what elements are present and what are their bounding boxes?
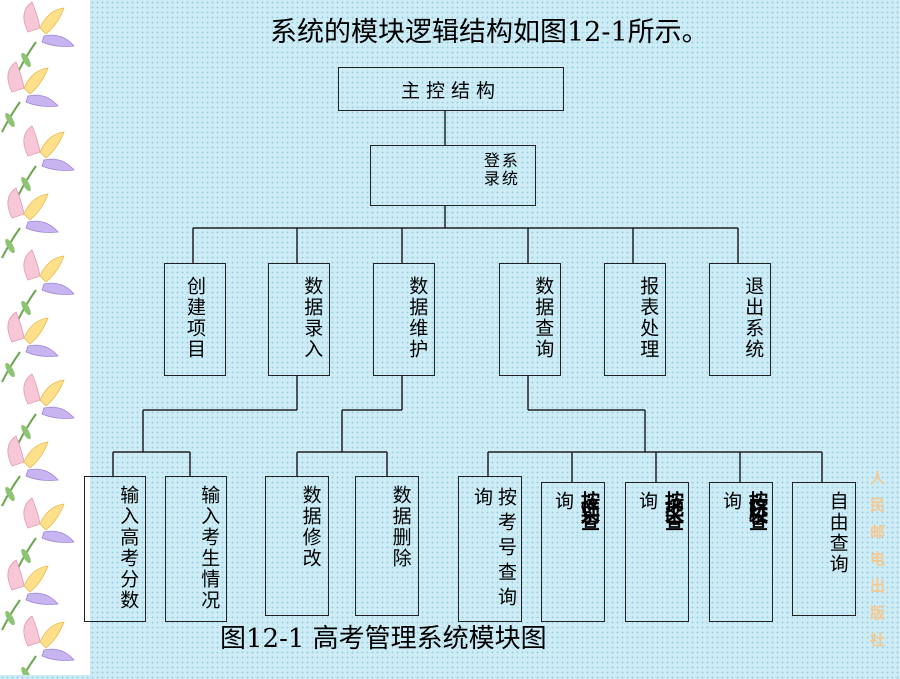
node-query-by-school: 询 按院校查: [709, 482, 773, 622]
module-data-maintenance: 数据维护: [373, 263, 435, 376]
login-node: 系统登录: [370, 145, 536, 206]
node-data-delete: 数据删除: [355, 476, 419, 616]
page-title: 系统的模块逻辑结构如图12-1所示。: [270, 17, 709, 48]
figure-caption: 图12-1 高考管理系统模块图: [220, 624, 547, 654]
node-label-prefix: 询: [636, 491, 658, 512]
node-label-prefix: 询: [471, 487, 493, 508]
root-node: 主控结构: [338, 67, 564, 111]
login-label: 系统登录: [480, 152, 518, 188]
module-create-project: 创建项目: [164, 263, 226, 376]
node-label: 输入高考分数: [117, 485, 140, 611]
module-label: 数据录入: [301, 276, 324, 360]
module-data-entry: 数据录入: [268, 263, 330, 376]
module-label: 报表处理: [637, 276, 660, 360]
decorative-flower-strip: [0, 0, 90, 679]
publisher-watermark: 人民邮电出版社: [868, 470, 886, 659]
module-report-processing: 报表处理: [604, 263, 666, 376]
node-label: 按地区查: [662, 491, 684, 519]
module-label: 创建项目: [184, 276, 206, 360]
node-data-modify: 数据修改: [265, 476, 329, 616]
node-label-prefix: 询: [552, 491, 574, 512]
node-query-by-region: 询 按地区查: [625, 482, 689, 622]
node-input-candidates: 输入考生情况: [165, 476, 227, 622]
module-exit-system: 退出系统: [709, 263, 771, 376]
node-query-by-number: 询 按考号查询: [458, 476, 522, 622]
node-label: 按考号查询: [495, 487, 517, 612]
node-query-by-gender: 询 按性别查: [541, 482, 605, 622]
node-label-prefix: 询: [720, 491, 742, 512]
node-free-query: 自由查询: [792, 482, 856, 616]
node-label: 数据删除: [389, 485, 412, 569]
module-label: 数据查询: [532, 276, 555, 360]
node-label: 按性别查: [578, 491, 600, 519]
node-input-scores: 输入高考分数: [84, 476, 146, 622]
node-label: 自由查询: [826, 491, 849, 575]
module-label: 数据维护: [406, 276, 429, 360]
node-label: 按院校查: [746, 491, 768, 519]
root-label: 主控结构: [400, 79, 501, 102]
module-data-query: 数据查询: [499, 263, 561, 376]
module-label: 退出系统: [742, 276, 765, 360]
node-label: 输入考生情况: [198, 485, 221, 611]
node-label: 数据修改: [299, 485, 322, 569]
